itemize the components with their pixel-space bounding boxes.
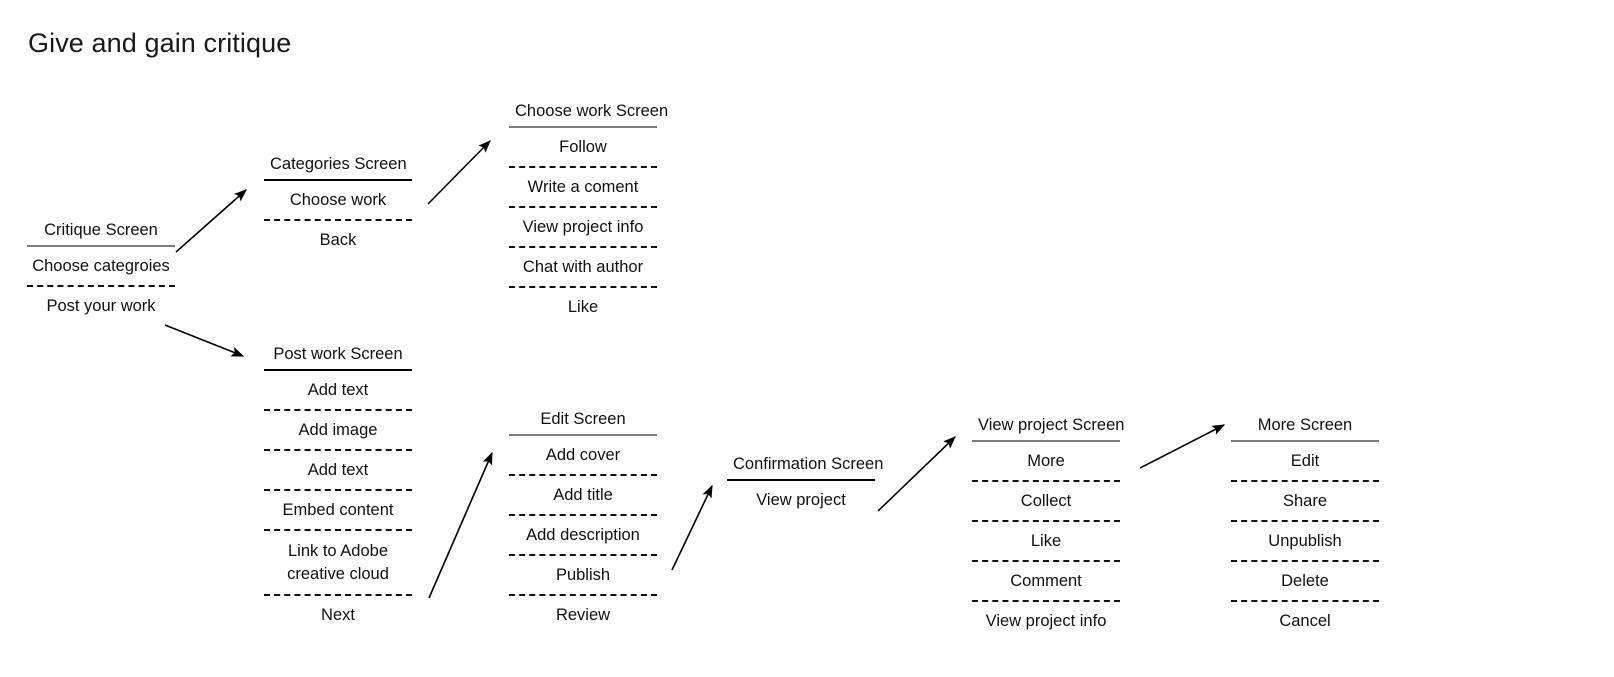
- screen-item[interactable]: View project info: [522, 218, 644, 236]
- screen-title-post-work-screen: Post work Screen: [273, 345, 403, 363]
- screen-item[interactable]: More: [1027, 452, 1065, 470]
- screen-item[interactable]: View project info: [985, 612, 1107, 630]
- screen-title-rule-edit-screen: [509, 434, 657, 436]
- screen-item[interactable]: Edit: [1290, 452, 1320, 470]
- screen-item-separator: [509, 246, 657, 248]
- screen-item-separator: [509, 594, 657, 596]
- screen-item-separator: [264, 219, 412, 221]
- screen-title-edit-screen: Edit Screen: [540, 410, 626, 428]
- screen-item[interactable]: Unpublish: [1268, 532, 1342, 550]
- screen-item-separator: [264, 529, 412, 531]
- screen-item-separator: [1231, 560, 1379, 562]
- screen-item-separator: [264, 449, 412, 451]
- screen-item-separator: [509, 286, 657, 288]
- screen-item[interactable]: Choose work: [289, 191, 387, 209]
- screen-item[interactable]: Like: [1030, 532, 1062, 550]
- screen-title-rule-confirmation-screen: [727, 479, 875, 481]
- screen-item[interactable]: Review: [555, 606, 611, 624]
- screen-item-separator: [972, 480, 1120, 482]
- screen-item-separator: [509, 166, 657, 168]
- arrow-edit-to-confirmation: [671, 484, 713, 571]
- screen-item[interactable]: Publish: [555, 566, 611, 584]
- screen-title-rule-more-screen: [1231, 440, 1379, 442]
- screen-item[interactable]: Cancel: [1279, 612, 1331, 630]
- arrow-post-work-to-edit: [428, 451, 493, 599]
- screen-title-critique-screen: Critique Screen: [44, 221, 158, 239]
- screen-title-rule-view-project-screen: [972, 440, 1120, 442]
- screen-item[interactable]: Follow: [559, 138, 607, 156]
- screen-item-separator: [972, 560, 1120, 562]
- screen-title-categories-screen: Categories Screen: [270, 155, 407, 173]
- screen-title-view-project-screen: View project Screen: [978, 416, 1125, 434]
- screen-item-separator: [509, 474, 657, 476]
- screen-item[interactable]: Add cover: [545, 446, 621, 464]
- screen-item-separator: [1231, 520, 1379, 522]
- screen-title-rule-categories-screen: [264, 179, 412, 181]
- screen-item[interactable]: Write a coment: [527, 178, 639, 196]
- screen-item[interactable]: View project: [756, 491, 846, 509]
- screen-item-separator: [972, 600, 1120, 602]
- screen-item[interactable]: Next: [321, 606, 355, 624]
- screen-item[interactable]: Add description: [526, 526, 640, 544]
- screen-title-rule-choose-work-screen: [509, 126, 657, 128]
- screen-item-separator: [264, 594, 412, 596]
- screen-item[interactable]: Add text: [307, 381, 369, 399]
- screen-item[interactable]: Collect: [1020, 492, 1072, 510]
- screen-item[interactable]: Back: [319, 231, 357, 249]
- screen-item[interactable]: Share: [1282, 492, 1328, 510]
- screen-item[interactable]: Embed content: [282, 501, 394, 519]
- screen-item-separator: [972, 520, 1120, 522]
- screen-item[interactable]: Link to Adobe creative cloud: [287, 542, 389, 583]
- screen-item[interactable]: Delete: [1281, 572, 1329, 590]
- page-title: Give and gain critique: [28, 28, 292, 58]
- arrow-confirmation-to-view-project: [877, 436, 956, 512]
- screen-item-separator: [509, 206, 657, 208]
- screen-item[interactable]: Add title: [553, 486, 613, 504]
- screen-item-separator: [27, 285, 175, 287]
- screen-item[interactable]: Choose categroies: [32, 257, 170, 275]
- screen-title-confirmation-screen: Confirmation Screen: [733, 455, 884, 473]
- screen-item-separator: [509, 514, 657, 516]
- screen-item-separator: [1231, 600, 1379, 602]
- screen-title-rule-critique-screen: [27, 245, 175, 247]
- arrow-critique-to-post-work: [164, 324, 245, 357]
- screen-title-more-screen: More Screen: [1257, 416, 1353, 434]
- arrow-categories-to-choose-work: [427, 140, 491, 205]
- screen-item[interactable]: Comment: [1010, 572, 1082, 590]
- screen-item-separator: [509, 554, 657, 556]
- screen-item[interactable]: Add text: [307, 461, 369, 479]
- screen-item-separator: [264, 409, 412, 411]
- screen-item[interactable]: Add image: [298, 421, 378, 439]
- arrow-critique-to-categories: [175, 189, 247, 253]
- screen-item-separator: [264, 489, 412, 491]
- screen-title-rule-post-work-screen: [264, 369, 412, 371]
- screen-item[interactable]: Chat with author: [522, 258, 644, 276]
- screen-item[interactable]: Post your work: [46, 297, 156, 315]
- arrow-view-project-to-more: [1139, 424, 1226, 469]
- screen-title-choose-work-screen: Choose work Screen: [515, 102, 669, 120]
- screen-item-separator: [1231, 480, 1379, 482]
- screen-item[interactable]: Like: [567, 298, 599, 316]
